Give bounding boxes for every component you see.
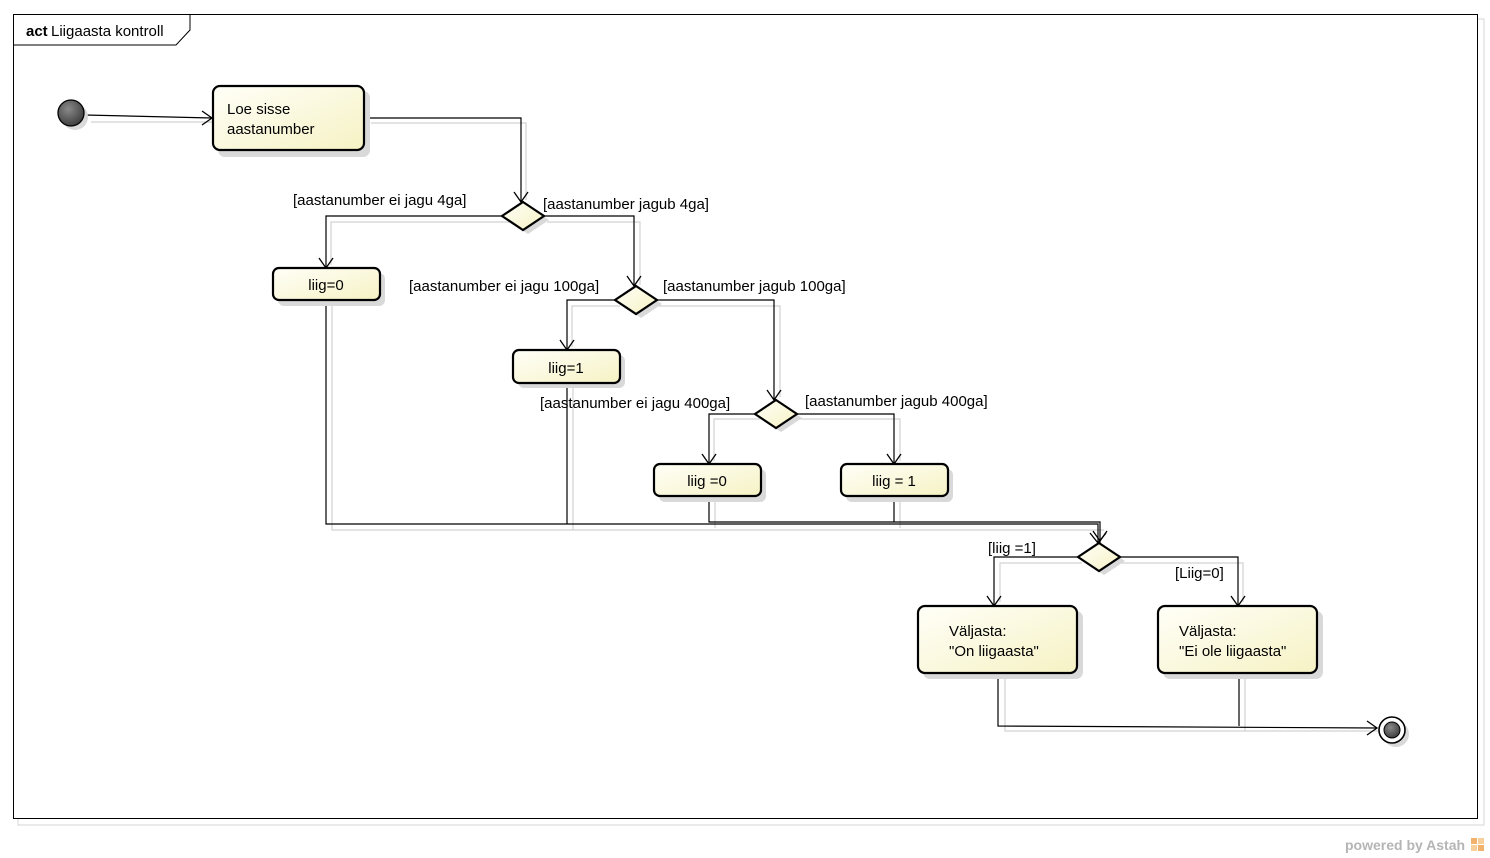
action-output-not-leap: Väljasta: "Ei ole liigaasta" — [1156, 604, 1323, 679]
flow-output-yes-to-final — [997, 673, 1378, 729]
action-output-not-leap-line1: Väljasta: — [1179, 623, 1237, 640]
flow-read-to-decision1 — [366, 117, 522, 202]
frame-keyword: act — [26, 23, 48, 40]
flow-decision2-yes — [653, 299, 775, 400]
decision-div-4 — [500, 200, 549, 234]
flow-decision4-yes — [993, 556, 1078, 606]
guard-d2-yes: [aastanumber jagub 100ga] — [663, 278, 846, 295]
guard-labels: [aastanumber ei jagu 4ga] [aastanumber j… — [293, 192, 1224, 582]
decision-div-400 — [753, 398, 802, 432]
action-liig0-b: liig =0 — [652, 462, 766, 502]
flow-merge-liig0a — [325, 300, 1099, 543]
decision-div-100 — [613, 284, 662, 318]
guard-d2-no: [aastanumber ei jagu 100ga] — [409, 278, 599, 295]
action-liig1-a-label: liig=1 — [548, 360, 583, 377]
astah-watermark: powered by Astah — [1345, 837, 1484, 853]
guard-d4-yes: [liig =1] — [988, 540, 1036, 557]
action-output-leap: Väljasta: "On liigaasta" — [916, 604, 1083, 679]
action-liig0-a: liig=0 — [271, 266, 385, 306]
action-liig1-a: liig=1 — [511, 348, 625, 388]
action-output-leap-line2: "On liigaasta" — [949, 643, 1039, 660]
initial-node — [57, 99, 88, 130]
action-output-not-leap-line2: "Ei ole liigaasta" — [1179, 643, 1286, 660]
control-flows — [84, 110, 1379, 736]
flow-decision1-yes — [542, 215, 635, 286]
flow-decision1-no — [325, 215, 504, 268]
final-node — [1378, 716, 1409, 747]
guard-d3-no: [aastanumber ei jagu 400ga] — [540, 395, 730, 412]
decision-liig — [1076, 541, 1125, 575]
flow-decision2-no — [566, 299, 615, 350]
guard-d1-no: [aastanumber ei jagu 4ga] — [293, 192, 466, 209]
action-read-year: Loe sisse aastanumber — [211, 84, 370, 157]
flow-merge-liig0b — [708, 496, 1101, 543]
flow-decision3-no — [708, 413, 755, 464]
flow-decision4-no — [1118, 556, 1239, 606]
astah-logo-icon — [1471, 838, 1484, 851]
action-liig1-b-label: liig = 1 — [872, 473, 916, 490]
action-liig1-b: liig = 1 — [839, 462, 953, 502]
action-liig0-b-label: liig =0 — [687, 473, 727, 490]
edge-shadows — [91, 121, 1380, 732]
action-read-year-line2: aastanumber — [227, 121, 315, 138]
guard-d4-no: [Liig=0] — [1175, 565, 1224, 582]
flow-decision3-yes — [794, 413, 895, 464]
action-liig0-a-label: liig=0 — [308, 277, 343, 294]
action-output-leap-line1: Väljasta: — [949, 623, 1007, 640]
guard-d3-yes: [aastanumber jagub 400ga] — [805, 393, 988, 410]
footer-text: powered by Astah — [1345, 837, 1465, 853]
action-read-year-line1: Loe sisse — [227, 101, 290, 118]
flow-initial-to-read — [84, 114, 213, 119]
guard-d1-yes: [aastanumber jagub 4ga] — [543, 196, 709, 213]
frame-title: Liigaasta kontroll — [51, 23, 164, 40]
